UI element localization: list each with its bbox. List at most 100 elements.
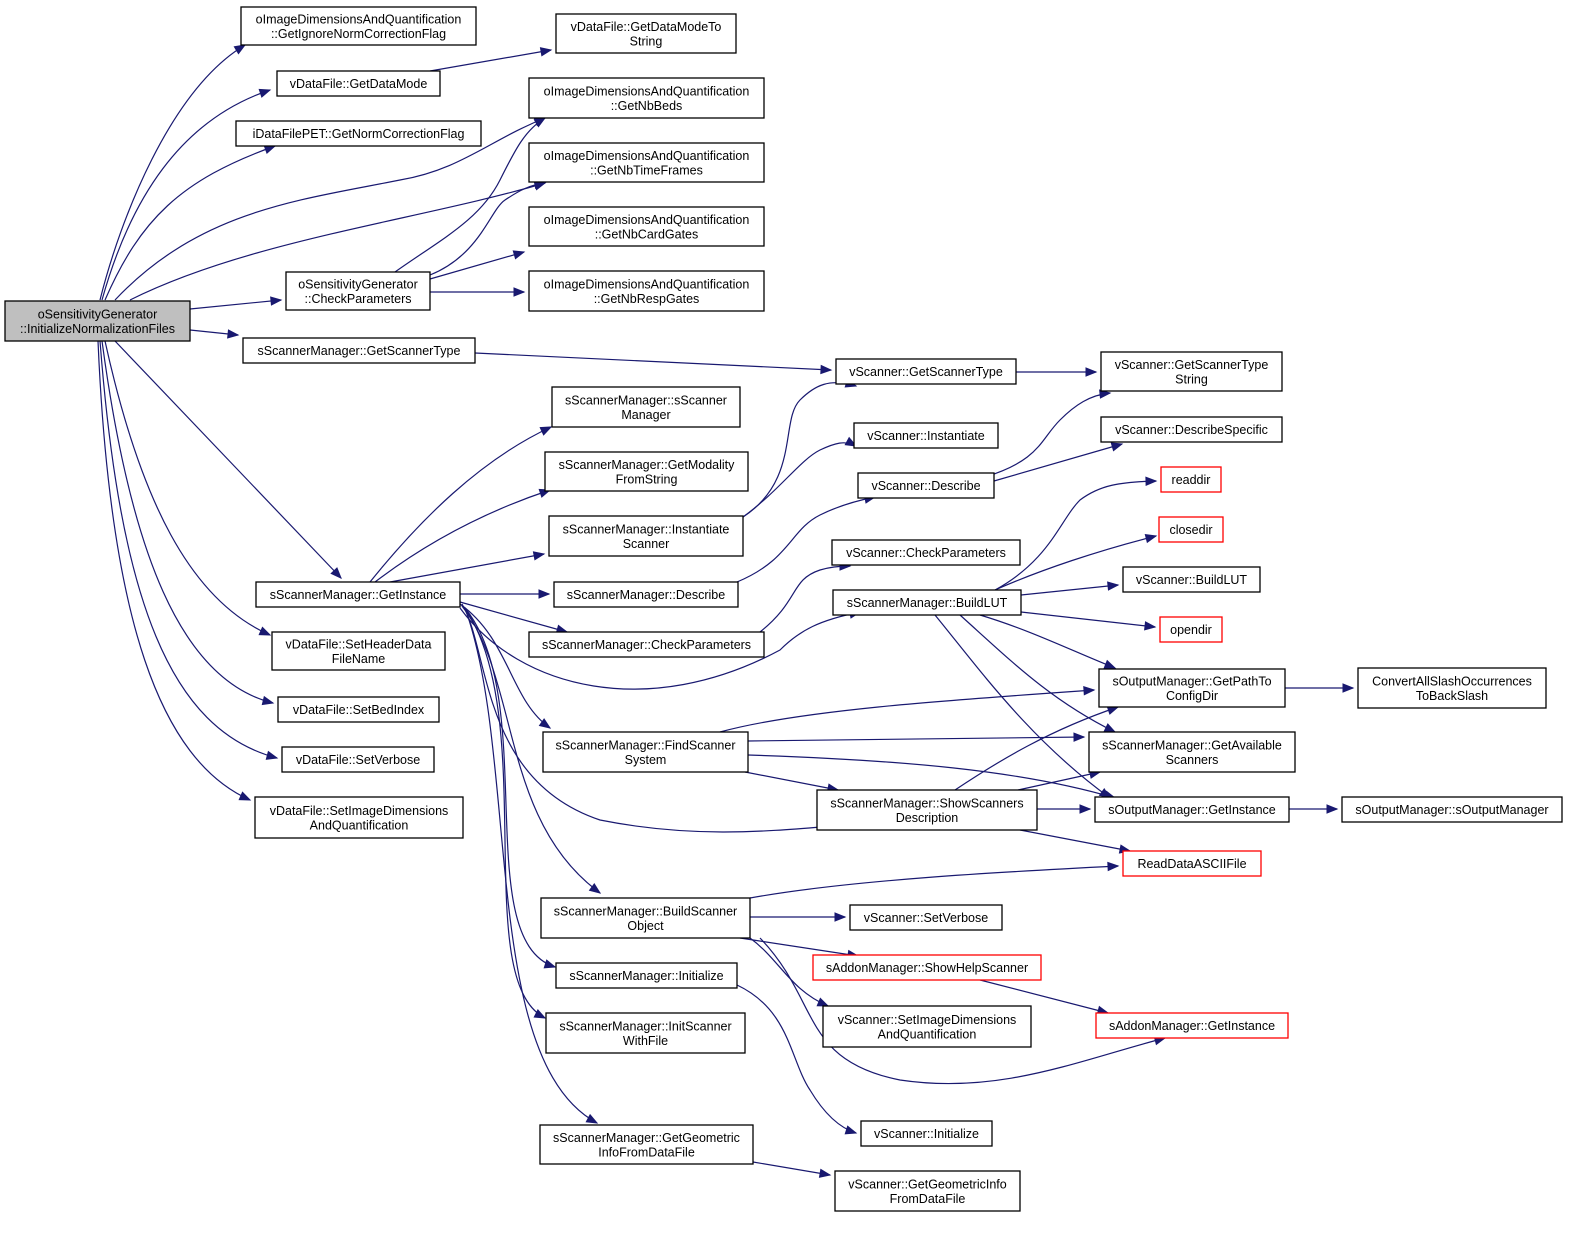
node-am-instance[interactable]: sAddonManager::GetInstance <box>1095 1012 1289 1039</box>
arrowhead <box>1073 732 1086 742</box>
edge-sm_get_instance-to-sm_ctor <box>369 426 553 583</box>
edge-line <box>759 565 851 633</box>
edge-line <box>104 340 271 636</box>
edge-sm_inst_scanner-to-vs_instantiate <box>742 436 858 518</box>
node-label: sScannerManager::ShowScanners <box>830 796 1023 810</box>
edge-line <box>394 117 546 273</box>
node-vs-get-type[interactable]: vScanner::GetScannerType <box>835 358 1017 385</box>
node-label: vScanner::Describe <box>871 479 980 493</box>
node-am-show-help[interactable]: sAddonManager::ShowHelpScanner <box>812 954 1042 981</box>
node-vs-set-verbose[interactable]: vScanner::SetVerbose <box>849 904 1003 931</box>
arrowhead <box>330 567 342 579</box>
node-sm-describe[interactable]: sScannerManager::Describe <box>553 581 739 608</box>
edge-line <box>459 601 568 633</box>
node-ignore-norm[interactable]: oImageDimensionsAndQuantification::GetIg… <box>240 6 477 46</box>
node-box <box>812 954 1042 981</box>
arrowhead <box>1342 683 1355 693</box>
arrowhead <box>543 959 557 969</box>
arrowhead <box>820 364 833 375</box>
node-sm-ctor[interactable]: sScannerManager::sScannerManager <box>551 386 741 428</box>
node-vs-check[interactable]: vScanner::CheckParameters <box>831 539 1021 566</box>
node-sm-check-params[interactable]: sScannerManager::CheckParameters <box>528 631 765 658</box>
node-box <box>544 451 749 492</box>
arrowhead <box>532 551 546 561</box>
node-label: vDataFile::SetVerbose <box>296 753 420 767</box>
node-box <box>853 422 999 449</box>
node-opendir[interactable]: opendir <box>1159 616 1223 643</box>
arrowhead <box>844 436 858 447</box>
node-label: vScanner::SetVerbose <box>864 911 988 925</box>
node-vs-initialize[interactable]: vScanner::Initialize <box>860 1120 993 1147</box>
node-closedir[interactable]: closedir <box>1158 516 1224 543</box>
edge-sm_get_instance-to-sm_find <box>459 603 552 729</box>
node-vs-set-imgdim[interactable]: vScanner::SetImageDimensionsAndQuantific… <box>822 1005 1032 1048</box>
node-check-params-sg[interactable]: oSensitivityGenerator::CheckParameters <box>285 271 431 311</box>
node-get-data-mode[interactable]: vDataFile::GetDataMode <box>276 70 441 97</box>
edge-line <box>374 489 551 583</box>
edge-line <box>429 251 525 280</box>
node-sm-get-scanner-type[interactable]: sScannerManager::GetScannerType <box>242 337 476 364</box>
node-set-verbose-df[interactable]: vDataFile::SetVerbose <box>281 746 435 773</box>
edge-sm_build_lut-to-closedir <box>994 533 1158 591</box>
node-label: vScanner::SetImageDimensions <box>838 1013 1017 1027</box>
node-box <box>548 515 744 557</box>
node-readdir[interactable]: readdir <box>1160 466 1222 493</box>
node-read-ascii[interactable]: ReadDataASCIIFile <box>1122 850 1262 877</box>
node-box <box>1100 351 1283 392</box>
edge-sm_get_scanner_type-to-vs_get_type <box>474 352 833 375</box>
node-label: ::GetNbCardGates <box>595 227 699 241</box>
node-root[interactable]: oSensitivityGenerator::InitializeNormali… <box>4 300 191 342</box>
node-nb-card[interactable]: oImageDimensionsAndQuantification::GetNb… <box>528 206 765 247</box>
arrowhead <box>1103 723 1117 733</box>
node-get-norm-flag[interactable]: iDataFilePET::GetNormCorrectionFlag <box>235 120 482 147</box>
edge-root-to-check_params_sg <box>189 296 283 310</box>
node-label: oImageDimensionsAndQuantification <box>544 213 750 227</box>
node-vs-instantiate[interactable]: vScanner::Instantiate <box>853 422 999 449</box>
node-sm-geom[interactable]: sScannerManager::GetGeometricInfoFromDat… <box>539 1124 754 1165</box>
node-box <box>849 904 1003 931</box>
node-om-ctor[interactable]: sOutputManager::sOutputManager <box>1341 796 1563 823</box>
node-label: FromString <box>616 472 678 486</box>
node-nb-resp[interactable]: oImageDimensionsAndQuantification::GetNb… <box>528 270 765 312</box>
node-sm-get-instance[interactable]: sScannerManager::GetInstance <box>255 581 461 608</box>
node-label: ToBackSlash <box>1416 689 1488 703</box>
node-label: ::GetNbRespGates <box>594 292 700 306</box>
arrowhead <box>513 287 526 297</box>
node-vs-build-lut[interactable]: vScanner::BuildLUT <box>1122 566 1261 593</box>
edge-line <box>759 937 1166 1085</box>
node-label: ::CheckParameters <box>305 292 412 306</box>
node-label: String <box>630 34 663 48</box>
node-sm-build-lut[interactable]: sScannerManager::BuildLUT <box>832 589 1022 616</box>
node-set-imgdim-df[interactable]: vDataFile::SetImageDimensionsAndQuantifi… <box>254 796 464 839</box>
arrowhead <box>227 329 240 339</box>
node-nb-time[interactable]: oImageDimensionsAndQuantification::GetNb… <box>528 142 765 183</box>
node-vs-describe[interactable]: vScanner::Describe <box>857 472 995 499</box>
node-om-instance[interactable]: sOutputManager::GetInstance <box>1094 796 1290 823</box>
node-box <box>242 337 476 364</box>
node-nb-beds[interactable]: oImageDimensionsAndQuantification::GetNb… <box>528 77 765 119</box>
node-box <box>254 796 464 839</box>
node-label: vScanner::CheckParameters <box>846 546 1006 560</box>
node-box <box>1159 616 1223 643</box>
node-set-bed[interactable]: vDataFile::SetBedIndex <box>277 696 440 723</box>
edge-line <box>129 182 546 301</box>
node-sm-initialize[interactable]: sScannerManager::Initialize <box>555 962 738 989</box>
edge-om_path-to-convert_slash <box>1285 683 1355 693</box>
node-vs-describe-spec[interactable]: vScanner::DescribeSpecific <box>1100 416 1283 443</box>
edge-line <box>99 44 246 301</box>
node-box <box>528 631 765 658</box>
node-box <box>235 120 482 147</box>
